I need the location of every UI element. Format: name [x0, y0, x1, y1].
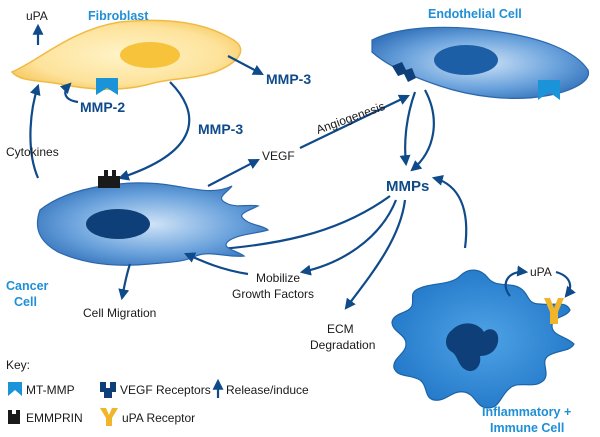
emmprin-cancer: [98, 170, 120, 188]
upa-receptor-immune: [544, 298, 564, 324]
mmp3-right-label: MMP-3: [266, 71, 311, 87]
angiogenesis-label: Angiogenesis: [314, 99, 387, 137]
cancer-label-line1: Cancer: [6, 279, 49, 293]
arrow-cell-migration: [118, 263, 132, 301]
endothelial-label: Endothelial Cell: [428, 7, 522, 21]
cancer-nucleus: [86, 209, 150, 239]
vegf-receptor-endothelial: [392, 62, 416, 82]
arrow-endothelial-to-mmps: [410, 89, 435, 172]
mt-mmp-receptor-endothelial: [538, 80, 560, 100]
arrow-upa-to-receptor: [555, 270, 576, 298]
mt-mmp-receptor-fibroblast: [96, 78, 118, 95]
immune-label-line1: Inflammatory +: [482, 405, 571, 419]
key-vegf-receptors: VEGF Receptors: [120, 383, 211, 397]
cancer-label-line2: Cell: [14, 295, 37, 309]
upa-right-label: uPA: [530, 265, 552, 279]
arrow-mmp3-release: [227, 55, 264, 76]
legend: Key: MT-MMP VEGF Receptors Release/induc…: [6, 358, 309, 426]
upa-receptor-icon: [100, 408, 118, 426]
arrow-angiogenesis: [299, 94, 410, 149]
arrow-growth-factors-to-cancer: [183, 252, 249, 276]
emmprin-icon: [8, 410, 20, 424]
key-release-induce: Release/induce: [226, 383, 309, 397]
cell-migration-label: Cell Migration: [83, 306, 156, 320]
arrow-mmps-to-growth-factors: [299, 199, 398, 276]
endothelial-cell: [371, 26, 589, 100]
fibroblast-nucleus: [120, 42, 180, 68]
arrow-mmp2: [59, 82, 79, 104]
key-emmprin: EMMPRIN: [26, 411, 83, 425]
immune-cell: [391, 269, 575, 409]
mt-mmp-icon: [8, 382, 22, 396]
upa-top-label: uPA: [26, 9, 48, 23]
ecm-line1: ECM: [327, 322, 354, 336]
immune-nucleus: [446, 323, 499, 372]
arrow-upa-release-immune: [504, 265, 529, 297]
endothelial-nucleus: [434, 45, 498, 75]
ecm-line2: Degradation: [310, 338, 375, 352]
cancer-cell: [36, 170, 270, 266]
arrow-endothelial-to-mmps-2: [399, 91, 417, 167]
mmp2-label: MMP-2: [80, 99, 125, 115]
cytokines-label: Cytokines: [6, 145, 59, 159]
vegf-label: VEGF: [262, 149, 295, 163]
arrow-cytokines: [29, 83, 41, 179]
fibroblast-cell: [10, 19, 242, 95]
mobilize-line1: Mobilize: [256, 271, 300, 285]
arrow-mmps-to-ecm: [344, 199, 407, 310]
mobilize-line2: Growth Factors: [232, 287, 314, 301]
mmp3-center-label: MMP-3: [198, 121, 243, 137]
mmps-label: MMPs: [386, 178, 429, 195]
key-upa-receptor: uPA Receptor: [122, 411, 195, 425]
fibroblast-label: Fibroblast: [88, 9, 149, 23]
key-mt-mmp: MT-MMP: [26, 383, 75, 397]
arrow-immune-to-mmps: [431, 174, 468, 249]
key-title: Key:: [6, 358, 30, 372]
vegf-receptor-icon: [100, 382, 116, 398]
arrow-mmp3-to-cancer: [117, 81, 191, 181]
arrow-cancer-to-vegf: [207, 158, 260, 187]
immune-label-line2: Immune Cell: [490, 421, 564, 435]
